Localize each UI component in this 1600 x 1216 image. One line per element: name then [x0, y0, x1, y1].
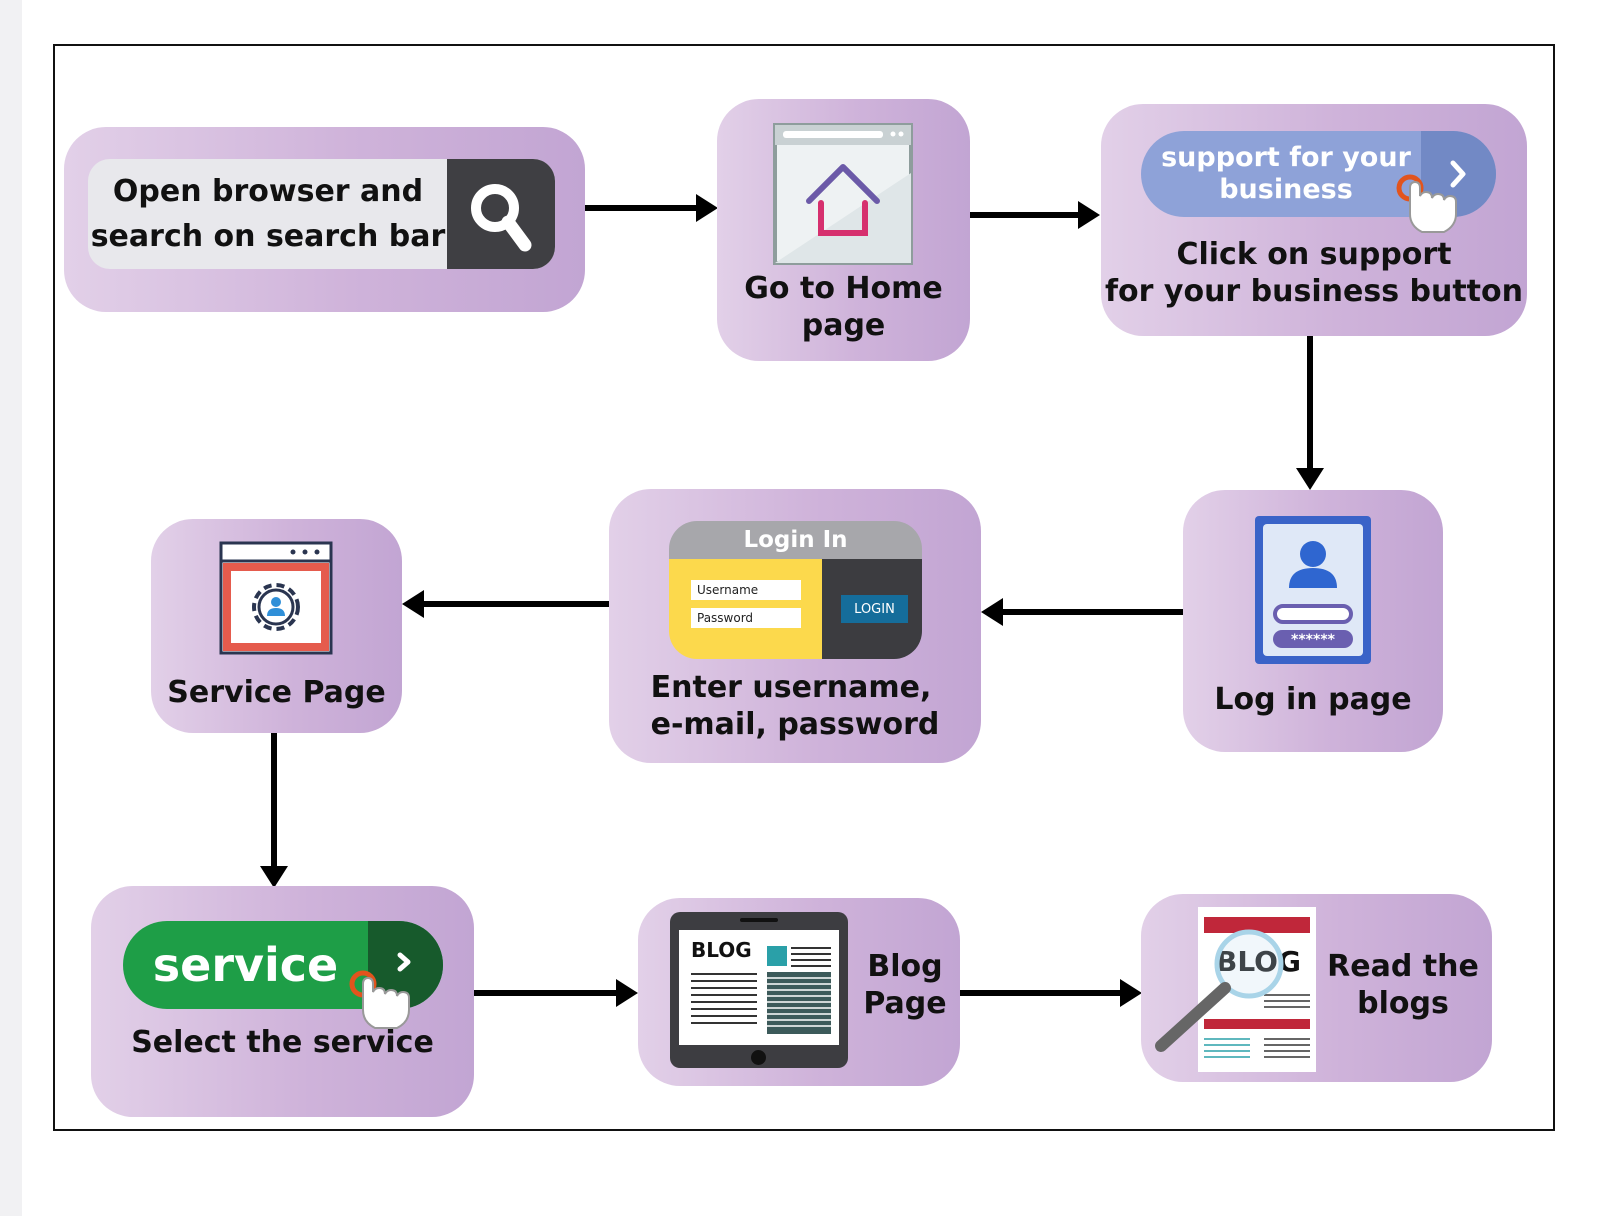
- service-button-text: service: [152, 938, 339, 992]
- login-form-card: Login In Username Password LOGIN: [669, 521, 922, 659]
- login-button: LOGIN: [841, 595, 908, 623]
- blog-text-lines: [691, 946, 831, 1034]
- tablet-home-button: [751, 1050, 766, 1065]
- step-login-page-label: Log in page: [1214, 682, 1412, 717]
- tablet-blog-icon: BLOG: [670, 912, 848, 1068]
- chevron-right-icon: [1450, 160, 1466, 188]
- login-card-title: Login In: [669, 521, 922, 559]
- step-home: Go to Home page: [717, 99, 970, 361]
- step-credentials-label-line2: e-mail, password: [650, 707, 940, 742]
- search-button: [447, 159, 555, 269]
- hand-cursor-icon: [1396, 174, 1457, 233]
- home-page-icon: [773, 123, 913, 265]
- password-field: Password: [691, 608, 801, 628]
- user-profile-card-icon: ******: [1255, 516, 1371, 664]
- blog-document-title: BLOG: [1216, 945, 1301, 978]
- step-select-service: service Select the service: [91, 886, 474, 1117]
- step-search-label: Open browser and search on search bar: [90, 174, 446, 254]
- blog-screen-title: BLOG: [691, 938, 752, 962]
- step-home-label-line1: Go to Home: [744, 271, 943, 306]
- step-credentials-label-line1: Enter username,: [650, 670, 932, 705]
- support-button-text: support for your business: [1161, 141, 1411, 205]
- step-read-blogs-label-line1: Read the: [1327, 949, 1479, 984]
- hand-cursor-icon: [349, 970, 410, 1029]
- step-read-blogs-label-line2: blogs: [1357, 986, 1449, 1021]
- step-read-blogs: BLOG Read the blogs: [1141, 894, 1492, 1082]
- login-fields-area: Username Password: [669, 559, 822, 659]
- tablet-camera: [740, 918, 778, 922]
- step-service-page-label: Service Page: [167, 675, 386, 710]
- step-support: support for your business Click on suppo…: [1101, 104, 1527, 336]
- step-credentials: Login In Username Password LOGIN Enter u…: [609, 489, 981, 763]
- settings-page-icon: [219, 541, 333, 655]
- svg-text:******: ******: [1291, 632, 1336, 648]
- magnifier-icon: [1155, 929, 1284, 1052]
- login-button-area: LOGIN: [822, 559, 922, 659]
- step-support-label-line1: Click on support: [1176, 237, 1452, 272]
- step-service-page: Service Page: [151, 519, 402, 733]
- tablet-screen: BLOG: [679, 930, 839, 1045]
- step-blog-page-label-line1: Blog: [867, 949, 943, 984]
- step-home-label-line2: page: [801, 308, 886, 343]
- username-field: Username: [691, 580, 801, 600]
- search-bar: Open browser and search on search bar: [88, 159, 555, 269]
- step-search: Open browser and search on search bar: [64, 127, 585, 312]
- chevron-right-icon: [397, 952, 411, 972]
- step-login-page: ****** Log in page: [1183, 490, 1443, 752]
- step-blog-page: BLOG Blog Page: [638, 898, 960, 1086]
- step-blog-page-label-line2: Page: [863, 986, 947, 1021]
- step-support-label-line2: for your business button: [1105, 274, 1523, 309]
- page-left-strip: [0, 0, 22, 1216]
- step-select-service-label: Select the service: [131, 1025, 434, 1060]
- blog-document-lines: [1204, 917, 1310, 1058]
- search-icon: [471, 184, 532, 252]
